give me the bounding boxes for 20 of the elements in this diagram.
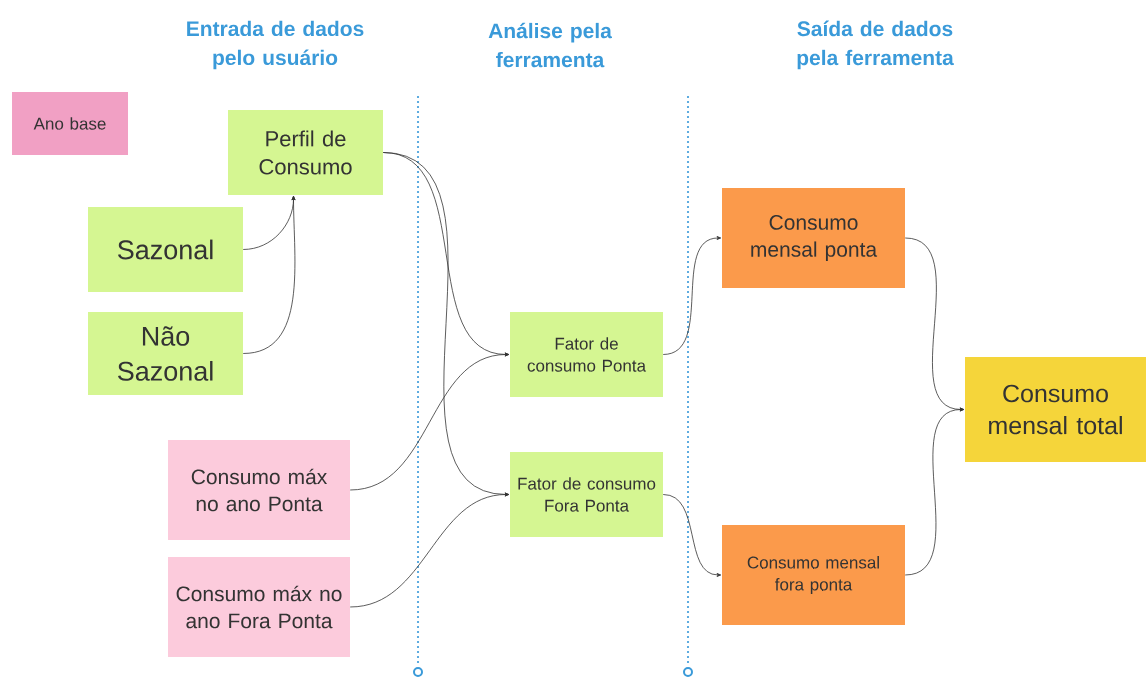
arrow xyxy=(662,236,722,355)
column-heading: Entrada de dados pelo usuário xyxy=(187,20,364,70)
sticky-note: Perfil de Consumo xyxy=(228,110,383,195)
sticky-note: Consumo mensal fora ponta xyxy=(722,525,905,625)
sticky-note: Sazonal xyxy=(88,207,243,292)
sticky-note: Consumo máx no ano Ponta xyxy=(168,440,350,540)
column-heading: Análise pela ferramenta xyxy=(488,22,612,68)
arrow xyxy=(349,352,510,491)
arrow xyxy=(349,492,510,608)
sticky-note: Consumo mensal total xyxy=(965,357,1146,462)
sticky-note: Fator de consumo Fora Ponta xyxy=(510,452,663,537)
sticky-note: Consumo mensal ponta xyxy=(722,188,905,288)
arrow xyxy=(662,494,722,577)
column-heading: Saída de dados pela ferramenta xyxy=(797,20,954,70)
arrow xyxy=(904,407,965,576)
sticky-note: Não Sazonal xyxy=(88,312,243,395)
sticky-note: Consumo máx no ano Fora Ponta xyxy=(168,557,350,657)
sticky-note: Fator de consumo Ponta xyxy=(510,312,663,397)
sticky-note: Ano base xyxy=(12,92,128,155)
arrow xyxy=(242,195,296,354)
